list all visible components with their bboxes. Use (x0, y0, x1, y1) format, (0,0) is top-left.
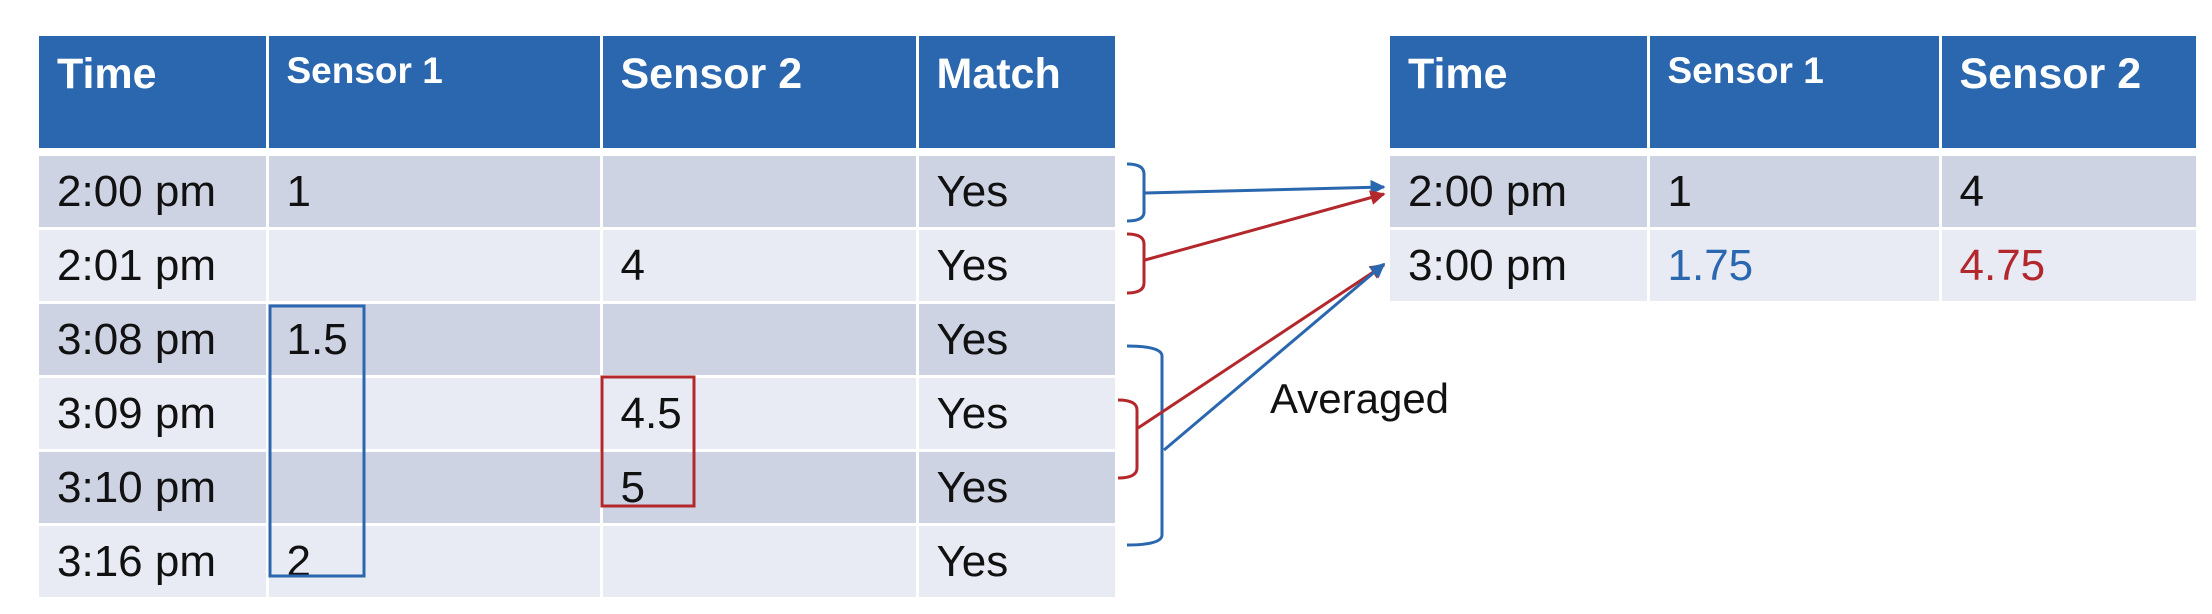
cell-time: 3:16 pm (39, 523, 269, 597)
left-header-sensor1: Sensor 1 (267, 36, 603, 152)
right-header-time: Time (1390, 36, 1650, 152)
table-row: 2:00 pm 1 Yes (39, 148, 1115, 229)
cell-sensor1: 1 (1648, 148, 1942, 229)
sensor2-group-box (600, 375, 696, 508)
cell-time: 2:00 pm (39, 148, 269, 229)
bracket-rows4-5 (1117, 398, 1139, 480)
cell-time: 3:09 pm (39, 375, 269, 451)
cell-sensor2: 4 (1940, 148, 2196, 229)
averaged-label: Averaged (1270, 375, 1450, 422)
cell-sensor1: 1 (267, 148, 603, 229)
cell-sensor2 (601, 148, 919, 229)
cell-time: 2:00 pm (1390, 148, 1650, 229)
left-table: Time Sensor 1 Sensor 2 Match 2:00 pm 1 Y… (39, 36, 1115, 597)
table-row: 2:01 pm 4 Yes (39, 227, 1115, 303)
arrow-row2-to-result1 (1144, 190, 1386, 262)
cell-match: Yes (917, 523, 1115, 597)
cell-sensor2: 5 (601, 449, 919, 525)
table-row: 3:10 pm 5 Yes (39, 449, 1115, 525)
left-header-match: Match (917, 36, 1115, 152)
cell-match: Yes (917, 375, 1115, 451)
left-header-time: Time (39, 36, 269, 152)
cell-sensor1: 1.5 (267, 301, 603, 377)
cell-sensor2: 4.5 (601, 375, 919, 451)
arrow-row1-to-result1 (1144, 179, 1386, 195)
cell-sensor2 (601, 523, 919, 597)
table-row: 3:16 pm 2 Yes (39, 523, 1115, 597)
right-header-sensor1: Sensor 1 (1648, 36, 1942, 152)
table-row: 3:09 pm 4.5 Yes (39, 375, 1115, 451)
bracket-row1 (1126, 162, 1146, 223)
cell-sensor2-averaged: 4.75 (1940, 227, 2196, 301)
table-row: 3:08 pm 1.5 Yes (39, 301, 1115, 377)
right-header-sensor2: Sensor 2 (1940, 36, 2196, 152)
bracket-rows3-6 (1126, 344, 1164, 547)
cell-match: Yes (917, 148, 1115, 229)
sensor1-group-box (268, 304, 366, 578)
cell-time: 3:00 pm (1390, 227, 1650, 301)
cell-match: Yes (917, 301, 1115, 377)
right-table-header: Time Sensor 1 Sensor 2 (1390, 36, 2196, 152)
left-table-header: Time Sensor 1 Sensor 2 Match (39, 36, 1115, 152)
table-row: 3:00 pm 1.75 4.75 (1390, 227, 2196, 301)
cell-time: 3:08 pm (39, 301, 269, 377)
cell-sensor1 (267, 449, 603, 525)
cell-sensor2: 4 (601, 227, 919, 303)
arrow-rows3-6-to-result2 (1163, 262, 1386, 452)
cell-sensor1-averaged: 1.75 (1648, 227, 1942, 301)
cell-match: Yes (917, 227, 1115, 303)
cell-sensor1 (267, 375, 603, 451)
table-row: 2:00 pm 1 4 (1390, 148, 2196, 229)
cell-match: Yes (917, 449, 1115, 525)
cell-sensor2 (601, 301, 919, 377)
cell-sensor1: 2 (267, 523, 603, 597)
left-header-sensor2: Sensor 2 (601, 36, 919, 152)
bracket-row2 (1126, 232, 1146, 295)
right-table: Time Sensor 1 Sensor 2 2:00 pm 1 4 3:00 … (1390, 36, 2196, 301)
cell-sensor1 (267, 227, 603, 303)
cell-time: 2:01 pm (39, 227, 269, 303)
cell-time: 3:10 pm (39, 449, 269, 525)
arrow-rows4-5-to-result2 (1137, 263, 1386, 430)
